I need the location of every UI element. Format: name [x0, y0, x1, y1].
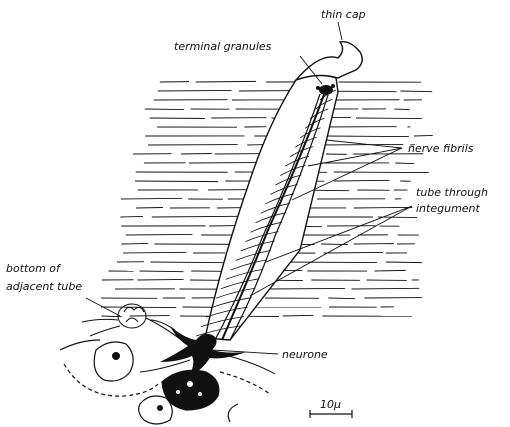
integument-line: [126, 234, 193, 235]
integument-line: [267, 288, 345, 289]
integument-line: [400, 91, 432, 92]
integument-line: [120, 216, 143, 217]
integument-line: [181, 153, 212, 154]
integument-line: [356, 118, 422, 119]
integument-line: [316, 144, 403, 145]
integument-line: [152, 216, 240, 217]
terminal-granule: [316, 86, 320, 90]
label-nerve-fibrils: nerve fibrils: [408, 142, 474, 155]
integument-line: [283, 315, 314, 316]
integument-line: [386, 262, 422, 263]
integument-line: [334, 180, 389, 181]
cell-dark-speckle: [176, 390, 180, 394]
integument-line: [140, 271, 184, 272]
integument-line: [324, 252, 383, 253]
terminal-granules: [319, 85, 333, 95]
scale-bar-label: 10μ: [320, 398, 341, 411]
integument-line: [328, 298, 355, 299]
cell-dark-speckle: [198, 392, 202, 396]
cell-dashed-right: [220, 372, 270, 394]
integument-line: [123, 252, 186, 253]
integument-line: [277, 262, 377, 263]
cell-curve-left: [60, 340, 100, 350]
integument-line: [121, 243, 148, 244]
cell-lower: [139, 396, 173, 424]
label-terminal-granules: terminal granules: [174, 40, 272, 53]
label-thin-cap: thin cap: [321, 8, 366, 21]
label-tube-through-line2: integument: [416, 202, 481, 215]
integument-line: [145, 109, 184, 110]
cell-right-arc: [228, 404, 238, 422]
integument-line: [375, 270, 406, 271]
integument-line: [325, 136, 409, 137]
integument-line: [196, 81, 257, 82]
integument-line: [121, 198, 182, 199]
label-bottom-of-line2: adjacent tube: [6, 280, 82, 293]
cell-left: [94, 342, 133, 381]
scale-bar: 10μ: [310, 398, 352, 418]
integument-line: [137, 279, 183, 280]
thin-cap: [296, 42, 362, 80]
integument-line: [394, 109, 410, 110]
integument-line: [150, 118, 205, 119]
cell-nucleus: [157, 405, 163, 411]
label-neurone: neurone: [282, 348, 328, 361]
integument-line: [101, 316, 121, 317]
integument-line: [354, 207, 413, 208]
cell-dark-speckle: [187, 381, 193, 387]
integument-line: [135, 181, 218, 182]
integument-line: [334, 172, 429, 173]
integument-line: [352, 288, 420, 289]
leader-nerve-fibrils: [326, 140, 402, 148]
integument-line: [414, 135, 433, 136]
integument-line: [158, 90, 232, 91]
adjacent-tube-bottom: [82, 304, 186, 344]
leader-thin-cap: [338, 22, 342, 40]
label-bottom-of-line1: bottom of: [6, 262, 62, 275]
integument-line: [136, 207, 163, 208]
integument-line: [395, 163, 414, 164]
cell-nucleus: [112, 352, 120, 360]
label-tube-through-line1: tube through: [416, 186, 488, 199]
integument-line: [151, 262, 225, 263]
terminal-granule: [331, 84, 335, 88]
